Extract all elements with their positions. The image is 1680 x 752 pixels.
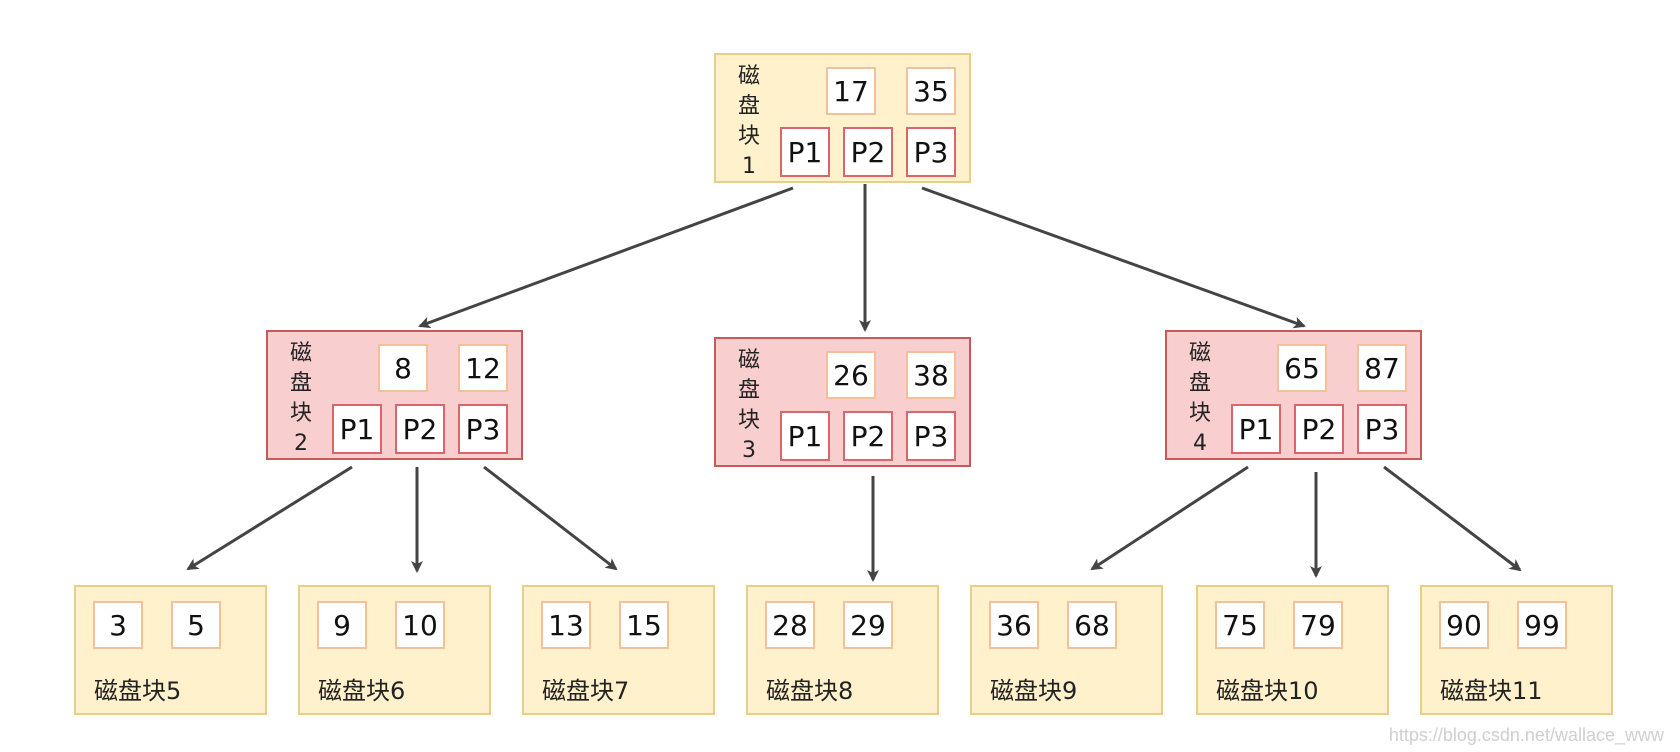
block2-pointer-3: P3	[458, 404, 508, 454]
edge-block4-to-block11	[1383, 465, 1522, 572]
internal-node-block4: 磁盘块4 65 87 P1 P2 P3	[1165, 330, 1422, 460]
watermark-text: https://blog.csdn.net/wallace_www	[1388, 725, 1664, 745]
block3-key-1: 26	[826, 351, 876, 399]
block4-label: 磁盘块4	[1188, 341, 1211, 456]
leaf-node-block11: 90 99 磁盘块11	[1420, 585, 1613, 715]
block9-key-2: 68	[1067, 601, 1117, 649]
block6-key-1: 9	[317, 601, 367, 649]
block4-key-1: 65	[1277, 344, 1327, 392]
block8-key-1: 28	[765, 601, 815, 649]
root-pointer-1: P1	[780, 127, 830, 177]
root-key-1: 17	[826, 67, 876, 115]
block9-label: 磁盘块9	[990, 677, 1078, 705]
block4-pointer-2: P2	[1294, 404, 1344, 454]
block2-pointer-1: P1	[332, 404, 382, 454]
block5-key-2: 5	[171, 601, 221, 649]
block9-key-1: 36	[989, 601, 1039, 649]
block2-key-1: 8	[378, 344, 428, 392]
block7-label: 磁盘块7	[542, 677, 630, 705]
block11-label: 磁盘块11	[1440, 677, 1543, 705]
leaf-node-block5: 3 5 磁盘块5	[74, 585, 267, 715]
root-pointer-3: P3	[906, 127, 956, 177]
block2-key-2: 12	[458, 344, 508, 392]
edge-root-to-block4	[921, 186, 1306, 329]
block7-key-2: 15	[619, 601, 669, 649]
block3-pointer-2: P2	[843, 411, 893, 461]
block11-key-2: 99	[1517, 601, 1567, 649]
block2-label: 磁盘块2	[289, 341, 312, 456]
leaf-node-block9: 36 68 磁盘块9	[970, 585, 1163, 715]
block10-key-1: 75	[1215, 601, 1265, 649]
leaf-node-block6: 9 10 磁盘块6	[298, 585, 491, 715]
root-node-block1: 磁盘块1 17 35 P1 P2 P3	[714, 53, 971, 183]
leaf-node-block7: 13 15 磁盘块7	[522, 585, 715, 715]
block4-pointer-3: P3	[1357, 404, 1407, 454]
block3-key-2: 38	[906, 351, 956, 399]
block3-pointer-1: P1	[780, 411, 830, 461]
leaf-node-block10: 75 79 磁盘块10	[1196, 585, 1389, 715]
block2-pointer-2: P2	[395, 404, 445, 454]
edge-root-to-block2	[418, 186, 794, 329]
block7-key-1: 13	[541, 601, 591, 649]
edge-block2-to-block5	[186, 465, 353, 571]
block11-key-1: 90	[1439, 601, 1489, 649]
block4-pointer-1: P1	[1231, 404, 1281, 454]
block6-label: 磁盘块6	[318, 677, 406, 705]
root-pointer-2: P2	[843, 127, 893, 177]
block3-pointer-3: P3	[906, 411, 956, 461]
block5-key-1: 3	[93, 601, 143, 649]
block5-label: 磁盘块5	[94, 677, 182, 705]
root-key-2: 35	[906, 67, 956, 115]
root-node-label: 磁盘块1	[737, 64, 760, 179]
edge-block2-to-block7	[483, 465, 618, 571]
block8-key-2: 29	[843, 601, 893, 649]
block6-key-2: 10	[395, 601, 445, 649]
block8-label: 磁盘块8	[766, 677, 854, 705]
edge-block4-to-block9	[1090, 465, 1249, 571]
block10-key-2: 79	[1293, 601, 1343, 649]
block10-label: 磁盘块10	[1216, 677, 1319, 705]
leaf-node-block8: 28 29 磁盘块8	[746, 585, 939, 715]
internal-node-block3: 磁盘块3 26 38 P1 P2 P3	[714, 337, 971, 467]
internal-node-block2: 磁盘块2 8 12 P1 P2 P3	[266, 330, 523, 460]
block4-key-2: 87	[1357, 344, 1407, 392]
block3-label: 磁盘块3	[737, 348, 760, 463]
